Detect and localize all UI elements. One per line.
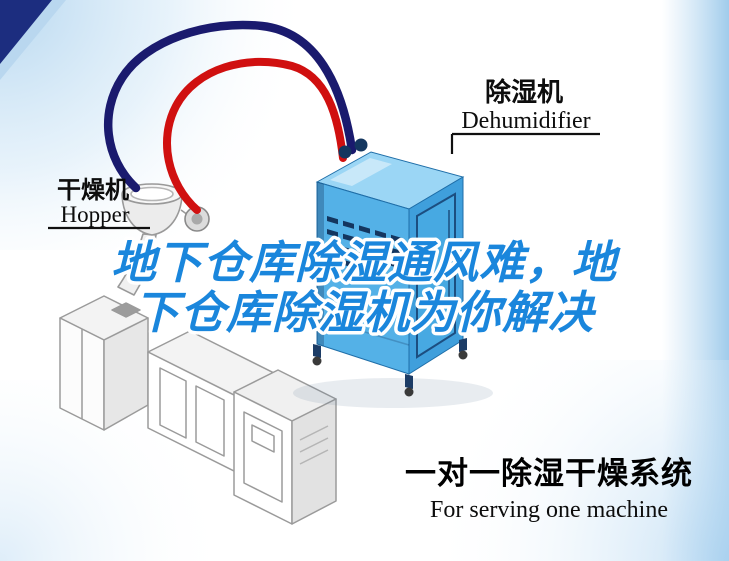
- machine-top-sheen: [330, 158, 392, 186]
- vent-grid: [327, 215, 402, 283]
- vent-grid-group: [327, 215, 402, 283]
- machine-shadow: [293, 378, 493, 408]
- caster-wheel-left: [312, 356, 322, 366]
- bottom-right-tint: [430, 360, 729, 561]
- supply-duct-red: [163, 57, 347, 214]
- hopper-bowl-body: [121, 194, 183, 236]
- headline: 地下仓库除湿通风难，地 下仓库除湿机为你解决: [107, 234, 623, 342]
- door-hinge-top: [420, 250, 425, 259]
- caster-mount-right: [459, 338, 467, 352]
- dehumidifier-label-cn: 除湿机: [485, 77, 563, 107]
- footer-subtitle: For serving one machine: [430, 497, 668, 523]
- barrel-panel-1: [159, 367, 187, 439]
- hopper-label-en: Hopper: [61, 202, 130, 227]
- hopper-blower-hub: [191, 213, 203, 225]
- duct-hoses: [103, 20, 357, 214]
- hopper-funnel: [117, 233, 157, 296]
- dehumidifier-machine: [293, 151, 493, 408]
- cabinet-door-window: [251, 424, 275, 453]
- caster-mount-mid: [405, 374, 413, 389]
- hopper-label-cn: 干燥机: [57, 177, 129, 204]
- machine-front-seam: [316, 317, 410, 346]
- headline-line1: 地下仓库除湿通风难，地: [111, 237, 621, 288]
- headline-line2: 下仓库除湿机为你解决: [134, 287, 597, 338]
- machine-edge-shade: [317, 182, 324, 346]
- hopper-bowl-opening: [130, 186, 174, 202]
- corner-triangle-dark: [0, 0, 52, 64]
- door-hinge-bottom: [420, 298, 425, 307]
- leader-lines: [48, 132, 600, 230]
- dehumidifier-label-en: Dehumidifier: [461, 108, 590, 134]
- corner-decoration: [0, 0, 66, 80]
- caster-mount-left: [313, 344, 321, 358]
- footer-title: 一对一除湿干燥系统: [405, 456, 693, 491]
- duct-port-front: [338, 145, 352, 159]
- extruder-machine: [59, 295, 337, 525]
- duct-port-back: [354, 138, 368, 152]
- machine-door: [416, 192, 456, 359]
- cabinet-door: [243, 411, 283, 503]
- barrel-panel-2: [195, 385, 225, 457]
- cabinet-side: [291, 398, 337, 525]
- feed-throat: [111, 302, 141, 318]
- cabinet-vents: [299, 425, 329, 465]
- caster-wheel-right: [458, 350, 468, 360]
- caster-wheel-mid: [404, 387, 414, 397]
- return-duct-navy: [103, 20, 357, 193]
